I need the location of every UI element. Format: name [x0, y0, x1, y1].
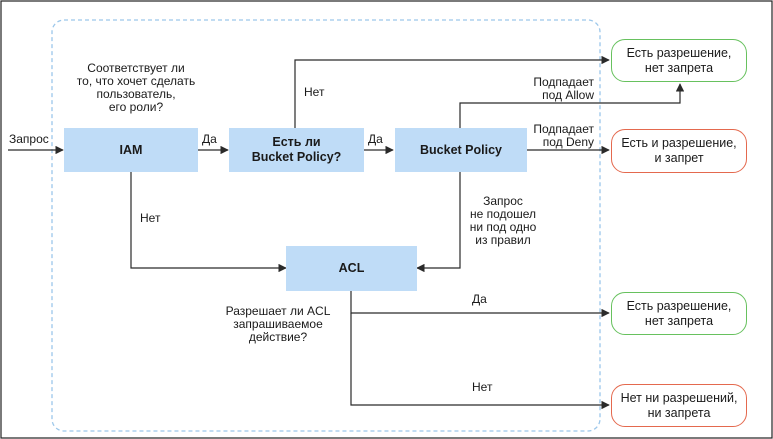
label-yes-iam: Да [202, 132, 217, 146]
label-acl-question: Разрешает ли ACL запрашиваемое действие? [225, 304, 331, 344]
label-yes-acl: Да [472, 292, 487, 306]
node-bucket-policy: Bucket Policy [395, 128, 527, 172]
arrow-hasbp-no-allow [294, 55, 610, 128]
node-iam: IAM [64, 128, 198, 172]
arrow-bp-acl [416, 172, 461, 273]
node-acl: ACL [286, 246, 417, 291]
dashed-container [51, 19, 601, 432]
label-no-iam: Нет [140, 211, 161, 225]
outcome-allow-2: Есть разрешение, нет запрета [611, 292, 747, 335]
label-matches-deny: Подпадает под Deny [533, 122, 594, 149]
label-iam-question: Соответствует ли то, что хочет сделать п… [76, 61, 196, 114]
outcome-allow-1: Есть разрешение, нет запрета [611, 39, 747, 82]
arrow-acl-no [350, 313, 610, 410]
label-no-bp: Нет [304, 85, 325, 99]
label-no-rule: Запрос не подошел ни под одно из правил [469, 194, 537, 247]
label-matches-allow: Подпадает под Allow [533, 75, 594, 102]
node-has-bucket-policy: Есть ли Bucket Policy? [229, 128, 364, 172]
arrow-iam-acl [130, 172, 287, 273]
label-request: Запрос [9, 132, 49, 146]
label-no-acl: Нет [472, 380, 493, 394]
outcome-none: Нет ни разрешений, ни запрета [611, 384, 747, 427]
arrow-bp-allow [459, 83, 685, 128]
outcome-deny: Есть и разрешение, и запрет [611, 129, 747, 173]
label-yes-bp: Да [368, 132, 383, 146]
